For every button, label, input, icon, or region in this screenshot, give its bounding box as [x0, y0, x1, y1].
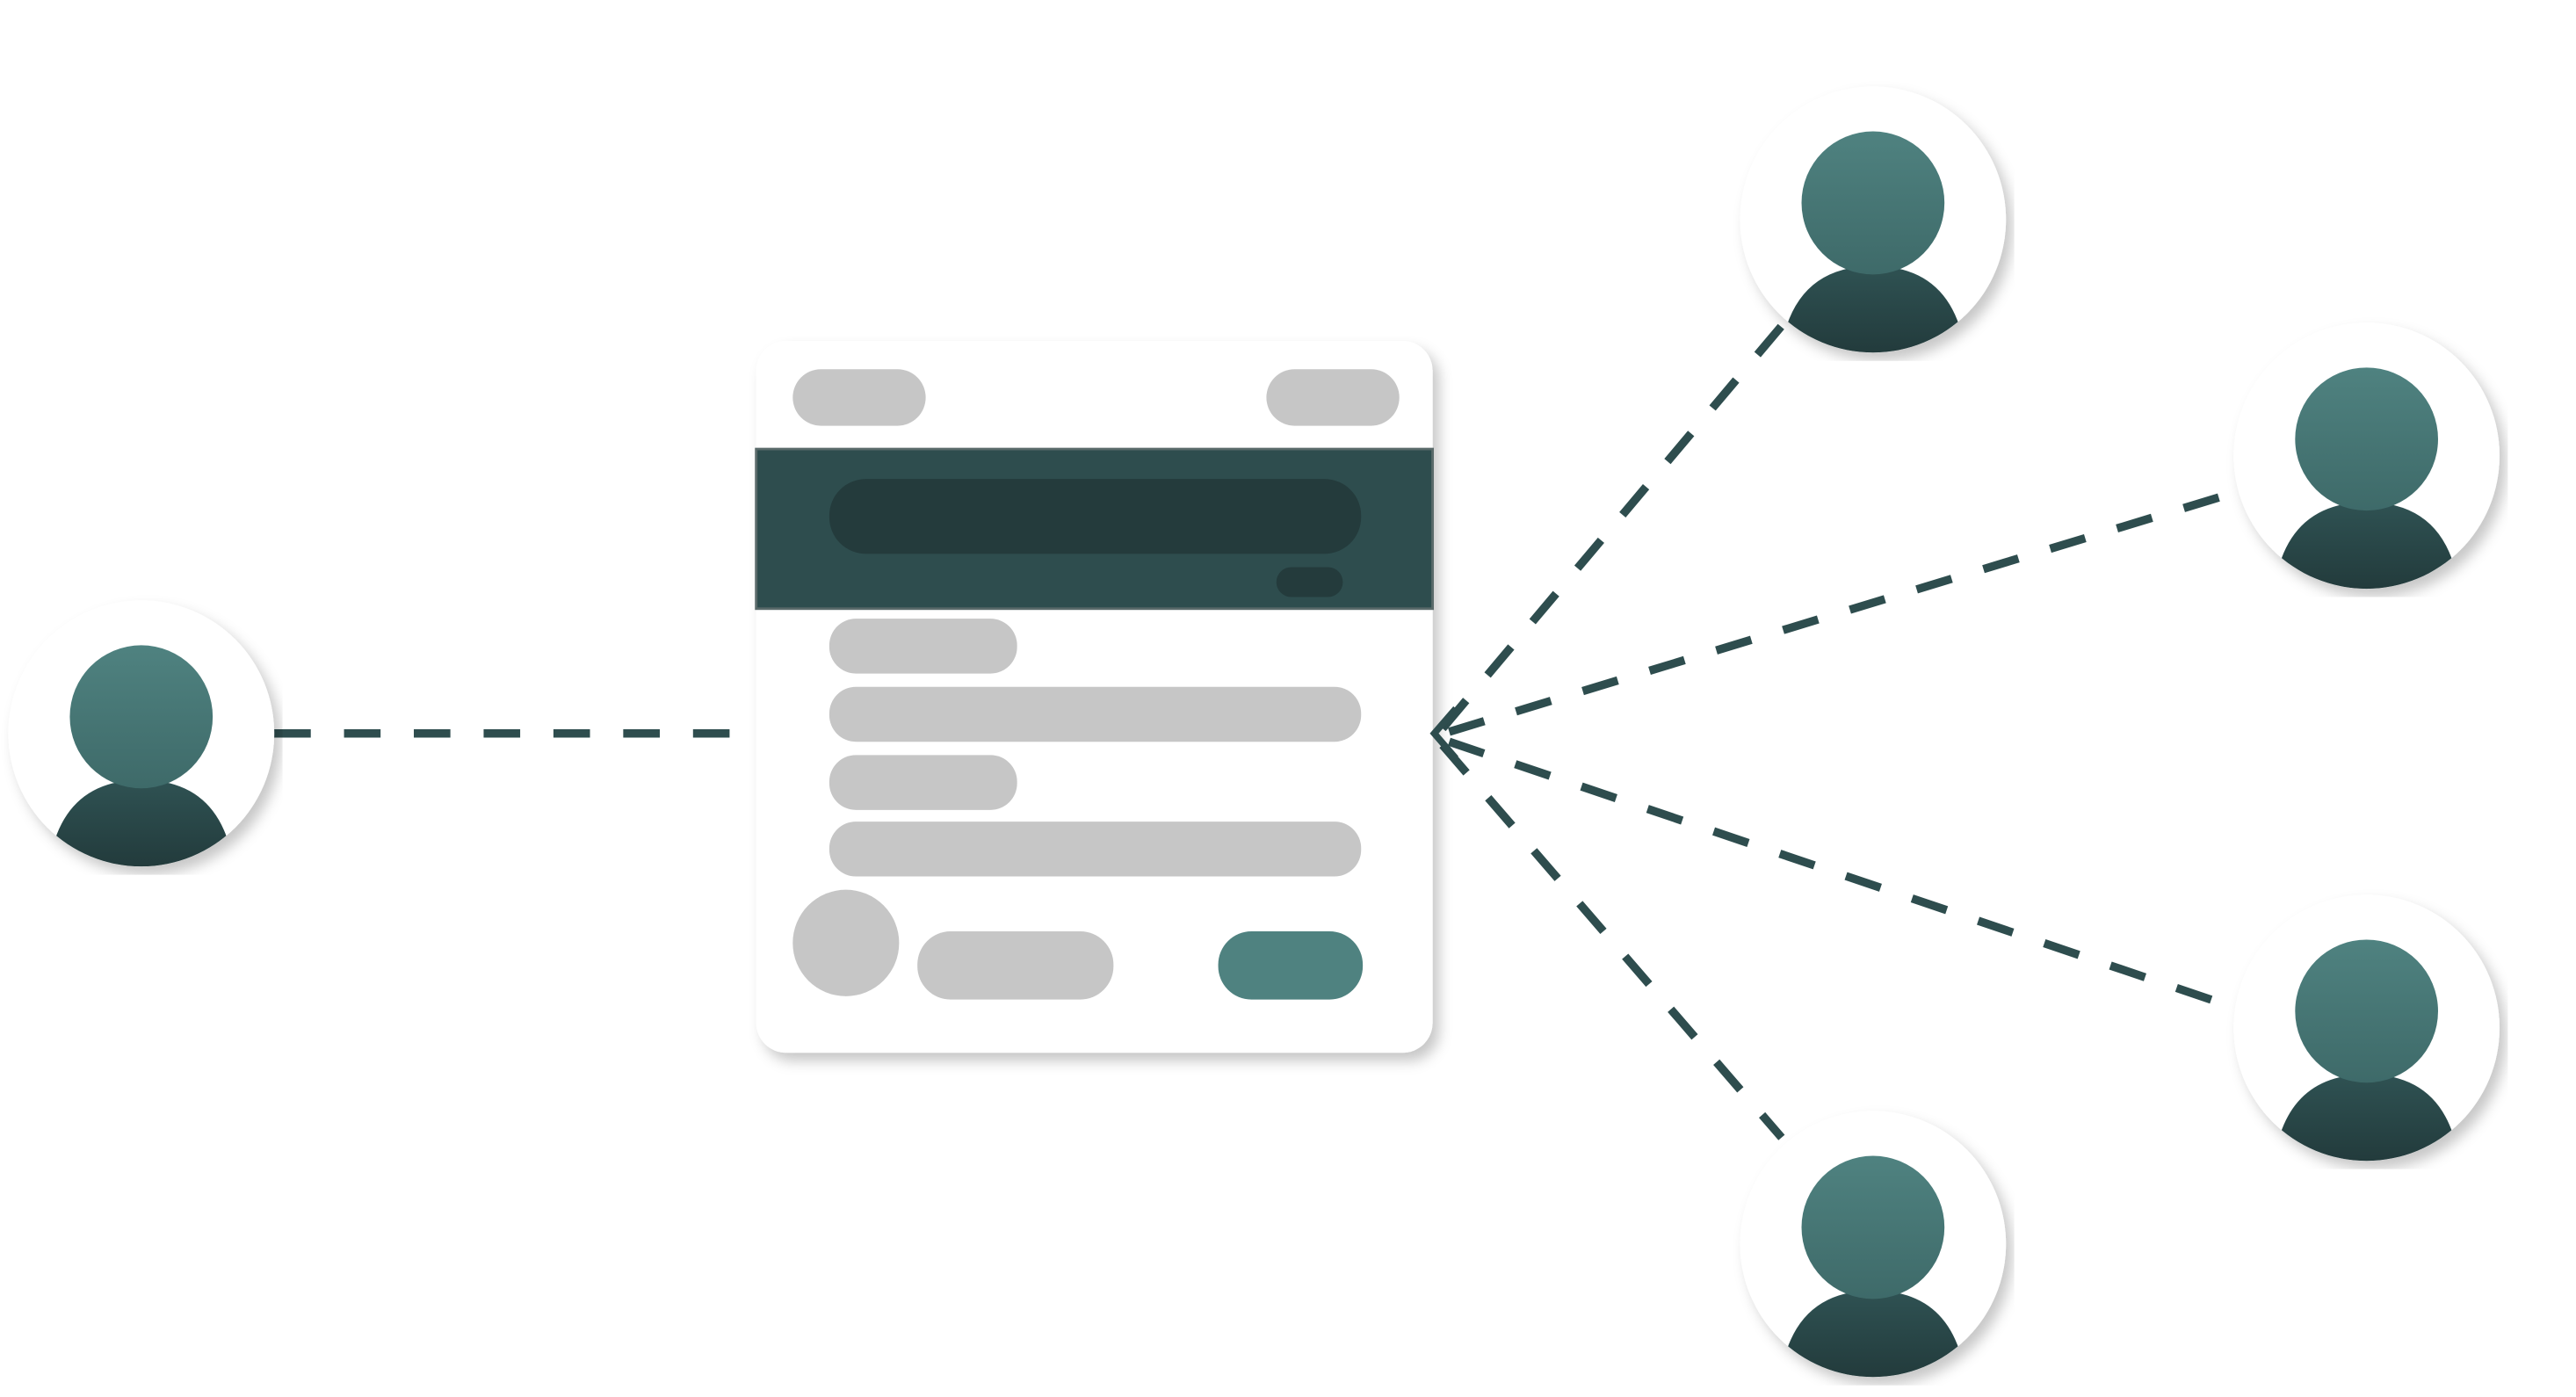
connector-recipient-2: [1448, 489, 2232, 736]
placeholder-button: [917, 931, 1114, 1000]
connector-recipient-4: [1439, 742, 1785, 1140]
recipient-user-icon: [1740, 86, 2007, 356]
placeholder-line: [829, 619, 1017, 674]
connector-recipient-1: [1439, 322, 1785, 732]
recipient-user-icon: [1740, 1111, 2007, 1380]
placeholder-line: [829, 755, 1017, 810]
app-window-icon: [755, 341, 1434, 1053]
recipient-user-icon: [2233, 322, 2500, 592]
placeholder-avatar: [792, 889, 900, 996]
placeholder-line: [829, 822, 1362, 877]
header-tag: [1276, 567, 1343, 597]
placeholder-pill: [792, 369, 926, 426]
connectors: [274, 322, 2232, 1140]
recipient-user-icon: [2233, 894, 2500, 1164]
sender-user-icon: [8, 600, 274, 870]
header-bar: [829, 479, 1362, 554]
accent-button: [1218, 931, 1364, 1000]
placeholder-line: [829, 686, 1362, 742]
placeholder-pill: [1266, 369, 1400, 426]
connector-recipient-3: [1447, 737, 2232, 1010]
chevron-left-icon: [1429, 706, 1458, 761]
